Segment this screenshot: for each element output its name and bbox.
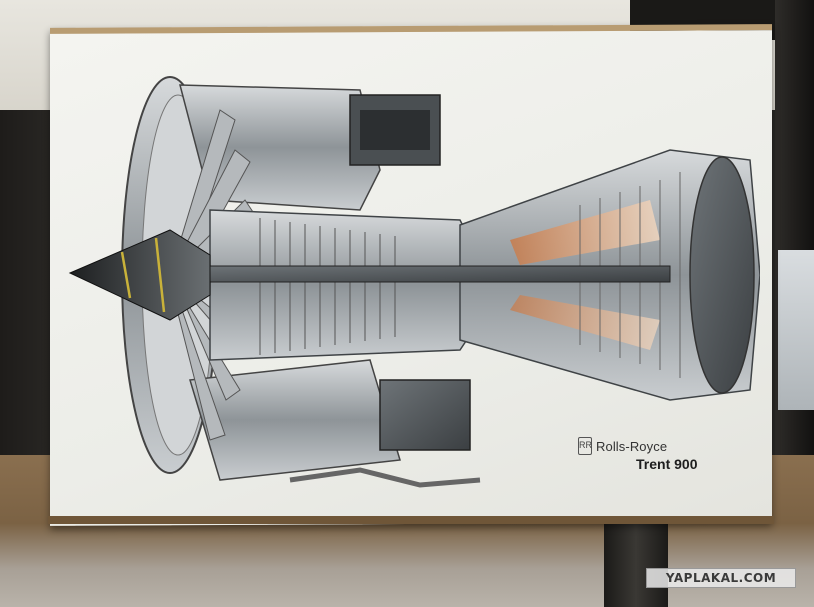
spinner-cone <box>68 229 211 321</box>
compressor-section <box>209 209 481 361</box>
background-papers <box>778 250 814 410</box>
lower-accessory-gearbox <box>379 379 471 451</box>
engine-cutaway-illustration <box>68 76 760 488</box>
poster-stand <box>604 515 668 607</box>
combustor-hot-zone <box>510 200 660 265</box>
nacelle-lower <box>189 359 401 481</box>
rolls-royce-logo-icon: RR <box>578 437 592 455</box>
exhaust-nozzle <box>689 156 755 394</box>
brand-label: RR Rolls-Royce <box>578 437 667 455</box>
main-shaft <box>199 265 671 283</box>
watermark: YAPLAKAL.COM <box>646 568 796 588</box>
poster-frame-edge <box>48 516 774 524</box>
brand-name: Rolls-Royce <box>596 438 668 454</box>
model-name: Trent 900 <box>636 456 698 472</box>
